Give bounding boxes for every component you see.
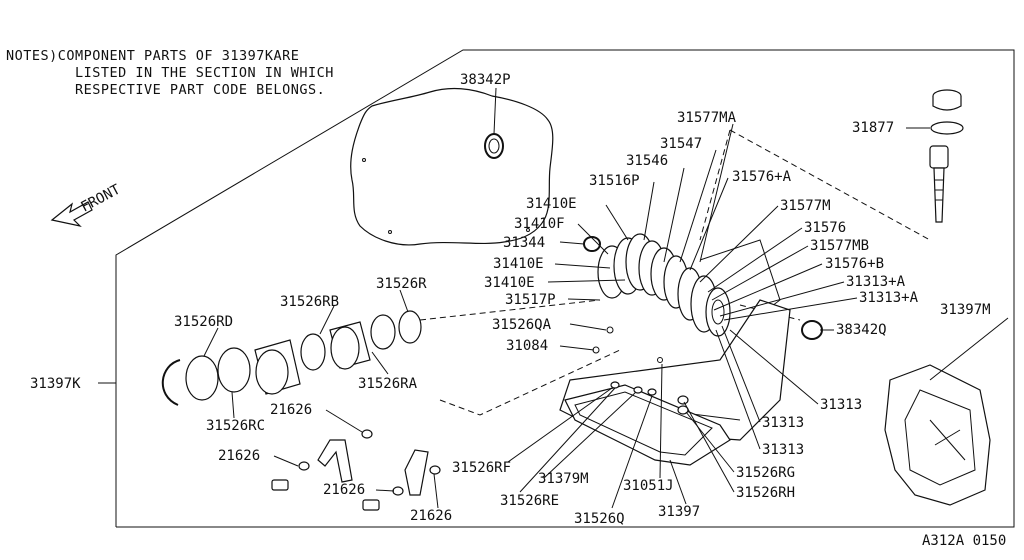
washer-21626	[361, 429, 373, 439]
label-31576[interactable]: 31576	[804, 220, 846, 236]
label-31526Q[interactable]: 31526Q	[574, 511, 625, 527]
drum-face	[255, 349, 289, 395]
washer-21626	[298, 461, 310, 471]
ring-31526RD	[185, 355, 219, 401]
washer-21626	[392, 486, 404, 496]
ring-31526RC	[217, 347, 251, 393]
label-31877[interactable]: 31877	[852, 120, 894, 136]
bolt	[271, 479, 289, 491]
drum-face-2	[330, 326, 360, 370]
label-31526RA[interactable]: 31526RA	[358, 376, 418, 392]
label-31410F[interactable]: 31410F	[514, 216, 565, 232]
label-31576B[interactable]: 31576+B	[825, 256, 884, 272]
front-label: FRONT	[78, 181, 123, 215]
label-31577MA[interactable]: 31577MA	[677, 110, 737, 126]
label-31526RC[interactable]: 31526RC	[206, 418, 265, 434]
diagram-reference-code: A312A 0150	[922, 533, 1006, 549]
label-21626-3[interactable]: 21626	[323, 482, 365, 498]
case-bolt-hole	[362, 158, 366, 162]
label-31577M[interactable]: 31577M	[780, 198, 831, 214]
label-31397K[interactable]: 31397K	[30, 376, 81, 392]
small-seal	[606, 326, 614, 334]
side-cover-31397M	[884, 364, 991, 506]
label-38342Q[interactable]: 38342Q	[836, 322, 887, 338]
label-31526R[interactable]: 31526R	[376, 276, 427, 292]
front-arrow-icon	[50, 201, 93, 228]
small-seal	[677, 395, 689, 405]
transmission-case-outline	[350, 87, 554, 246]
label-31517P[interactable]: 31517P	[505, 292, 556, 308]
label-31526RG[interactable]: 31526RG	[736, 465, 795, 481]
small-seal	[647, 388, 657, 396]
side-cover-rib	[934, 429, 961, 446]
label-21626-2[interactable]: 21626	[218, 448, 260, 464]
oil-pan-inner	[574, 391, 713, 456]
label-31313-3[interactable]: 31313	[762, 442, 804, 458]
label-31051J[interactable]: 31051J	[623, 478, 674, 494]
pipe-fitting	[404, 449, 429, 496]
dashed-leader	[729, 129, 931, 241]
oil-seal-inner	[488, 138, 500, 154]
label-31410E-1[interactable]: 31410E	[526, 196, 577, 212]
case-bolt-hole	[526, 228, 530, 232]
side-cover-rib	[929, 419, 966, 461]
pipe-fitting	[317, 439, 353, 483]
label-31526RE[interactable]: 31526RE	[500, 493, 559, 509]
leader-lines	[98, 87, 1009, 509]
label-31577MB[interactable]: 31577MB	[810, 238, 869, 254]
label-21626-1[interactable]: 21626	[270, 402, 312, 418]
notes-line-3: RESPECTIVE PART CODE BELONGS.	[75, 82, 325, 98]
label-31397[interactable]: 31397	[658, 504, 700, 520]
side-cover-inner	[904, 389, 976, 486]
label-31410E-2[interactable]: 31410E	[493, 256, 544, 272]
snap-ring-31526RD	[161, 359, 181, 406]
label-31546[interactable]: 31546	[626, 153, 668, 169]
label-31344[interactable]: 31344	[503, 235, 545, 251]
label-31576A[interactable]: 31576+A	[732, 169, 792, 185]
label-21626-4[interactable]: 21626	[410, 508, 452, 524]
small-seal	[657, 357, 663, 363]
dashed-leader	[699, 129, 731, 241]
label-31313A-2[interactable]: 31313+A	[859, 290, 919, 306]
bolt	[362, 499, 380, 511]
label-31313-1[interactable]: 31313	[820, 397, 862, 413]
label-31526RB[interactable]: 31526RB	[280, 294, 339, 310]
dashed-leader	[439, 349, 621, 416]
label-38342P[interactable]: 38342P	[460, 72, 511, 88]
label-31379M[interactable]: 31379M	[538, 471, 589, 487]
part-31877-assembly	[929, 89, 964, 223]
notes-line-1: NOTES)COMPONENT PARTS OF 31397KARE	[6, 48, 299, 64]
case-bolt-hole	[388, 230, 392, 234]
small-seal	[610, 381, 620, 389]
dashed-leader	[419, 299, 601, 321]
label-31313-2[interactable]: 31313	[762, 415, 804, 431]
washer-21626	[429, 465, 441, 475]
label-31547[interactable]: 31547	[660, 136, 702, 152]
ring-31526R	[398, 310, 422, 344]
label-31526RH[interactable]: 31526RH	[736, 485, 795, 501]
label-31526RF[interactable]: 31526RF	[452, 460, 511, 476]
label-31526QA[interactable]: 31526QA	[492, 317, 552, 333]
label-31526RD[interactable]: 31526RD	[174, 314, 233, 330]
label-31397M[interactable]: 31397M	[940, 302, 991, 318]
ring-31526RA	[370, 314, 396, 350]
label-31313A-1[interactable]: 31313+A	[846, 274, 906, 290]
oil-seal-38342Q	[801, 320, 823, 340]
notes-line-2: LISTED IN THE SECTION IN WHICH	[75, 65, 334, 81]
ring-31526RB	[300, 333, 326, 371]
label-31516P[interactable]: 31516P	[589, 173, 640, 189]
label-31084[interactable]: 31084	[506, 338, 548, 354]
label-31410E-3[interactable]: 31410E	[484, 275, 535, 291]
assembly-frame	[115, 49, 1015, 528]
small-seal	[633, 386, 643, 394]
